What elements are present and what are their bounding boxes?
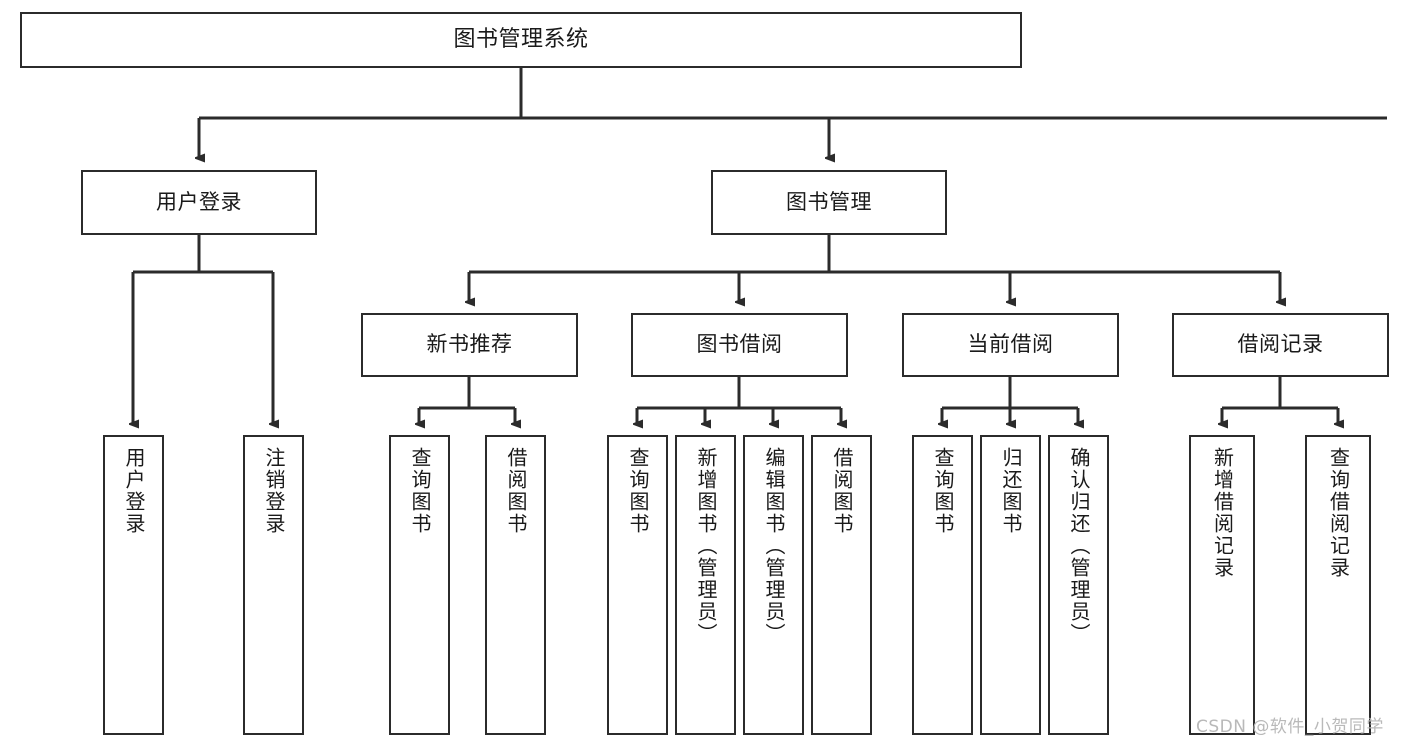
node-leaf-query-book-1-label: 查询图书 <box>408 447 432 535</box>
node-new-book-recommend[interactable]: 新书推荐 <box>361 313 578 377</box>
node-leaf-query-borrow-record-label: 查询借阅记录 <box>1326 447 1351 579</box>
node-leaf-edit-book-admin-label: 编辑图书（管理员） <box>762 447 786 645</box>
node-leaf-return-book[interactable]: 归还图书 <box>980 435 1041 735</box>
node-user-login[interactable]: 用户登录 <box>81 170 317 235</box>
node-root[interactable]: 图书管理系统 <box>20 12 1022 68</box>
node-book-management-label: 图书管理 <box>786 189 872 214</box>
node-leaf-query-book-1[interactable]: 查询图书 <box>389 435 450 735</box>
node-leaf-query-book-2-label: 查询图书 <box>626 447 650 535</box>
node-book-borrow[interactable]: 图书借阅 <box>631 313 848 377</box>
node-book-management[interactable]: 图书管理 <box>711 170 947 235</box>
node-leaf-borrow-book-2[interactable]: 借阅图书 <box>811 435 872 735</box>
node-borrow-record[interactable]: 借阅记录 <box>1172 313 1389 377</box>
node-user-login-label: 用户登录 <box>156 189 242 214</box>
node-current-borrow-label: 当前借阅 <box>967 332 1054 357</box>
node-borrow-record-label: 借阅记录 <box>1237 332 1324 357</box>
node-leaf-confirm-return-admin-label: 确认归还（管理员） <box>1067 447 1091 645</box>
node-leaf-query-book-3-label: 查询图书 <box>931 447 955 535</box>
node-leaf-add-book-admin[interactable]: 新增图书（管理员） <box>675 435 736 735</box>
node-root-label: 图书管理系统 <box>453 26 589 52</box>
node-leaf-add-borrow-record[interactable]: 新增借阅记录 <box>1189 435 1255 735</box>
node-leaf-borrow-book-2-label: 借阅图书 <box>830 447 854 535</box>
node-current-borrow[interactable]: 当前借阅 <box>902 313 1119 377</box>
node-leaf-user-login-label: 用户登录 <box>122 447 146 535</box>
node-leaf-logout[interactable]: 注销登录 <box>243 435 304 735</box>
node-book-borrow-label: 图书借阅 <box>696 332 783 357</box>
node-new-book-recommend-label: 新书推荐 <box>426 332 513 357</box>
node-leaf-query-book-2[interactable]: 查询图书 <box>607 435 668 735</box>
node-leaf-edit-book-admin[interactable]: 编辑图书（管理员） <box>743 435 804 735</box>
node-leaf-borrow-book-1-label: 借阅图书 <box>504 447 528 535</box>
csdn-watermark: CSDN @软件_小贺同学 <box>1196 717 1384 737</box>
node-leaf-borrow-book-1[interactable]: 借阅图书 <box>485 435 546 735</box>
node-leaf-return-book-label: 归还图书 <box>999 447 1023 535</box>
node-leaf-add-book-admin-label: 新增图书（管理员） <box>694 447 718 645</box>
node-leaf-add-borrow-record-label: 新增借阅记录 <box>1210 447 1235 579</box>
node-leaf-query-book-3[interactable]: 查询图书 <box>912 435 973 735</box>
node-leaf-logout-label: 注销登录 <box>262 447 286 535</box>
node-leaf-query-borrow-record[interactable]: 查询借阅记录 <box>1305 435 1371 735</box>
node-leaf-confirm-return-admin[interactable]: 确认归还（管理员） <box>1048 435 1109 735</box>
node-leaf-user-login[interactable]: 用户登录 <box>103 435 164 735</box>
